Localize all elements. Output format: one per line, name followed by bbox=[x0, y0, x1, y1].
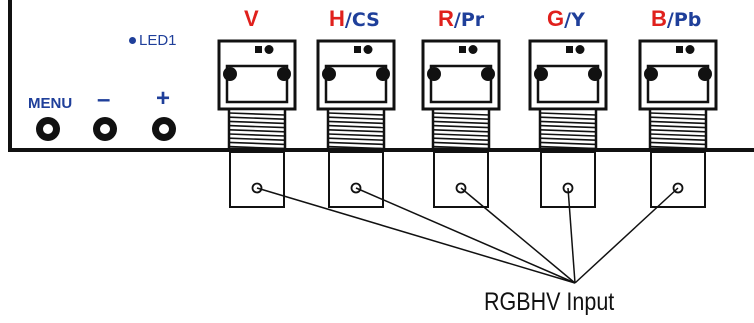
wire-r bbox=[460, 187, 576, 284]
bnc-connectors bbox=[217, 39, 718, 208]
plus-label: + bbox=[156, 85, 171, 112]
menu-button[interactable] bbox=[36, 117, 60, 141]
channel-label-b: B/Pb bbox=[651, 6, 701, 32]
channel-letter: V bbox=[244, 6, 259, 31]
wire-b bbox=[574, 187, 679, 284]
menu-label: MENU bbox=[28, 95, 73, 112]
channel-letter: R bbox=[438, 6, 454, 31]
channel-sub-label: /Pb bbox=[666, 9, 702, 31]
bnc-connector-r bbox=[421, 39, 501, 208]
led1-label: LED1 bbox=[139, 32, 177, 49]
bnc-connector-b bbox=[638, 39, 718, 208]
channel-label-g: G/Y bbox=[547, 6, 585, 32]
channel-sub-label: /CS bbox=[344, 9, 380, 31]
channel-label-h: H/CS bbox=[329, 6, 380, 32]
channel-letter: H bbox=[329, 6, 345, 31]
channel-letter: B bbox=[651, 6, 667, 31]
channel-label-v: V bbox=[244, 6, 259, 32]
channel-label-r: R/Pr bbox=[438, 6, 484, 32]
wire-g bbox=[567, 187, 576, 284]
channel-sub-label: /Pr bbox=[453, 9, 485, 31]
plus-button[interactable] bbox=[152, 117, 176, 141]
wire-v bbox=[256, 187, 576, 284]
rgbhv-input-caption: RGBHV Input bbox=[484, 288, 615, 316]
led1-indicator bbox=[129, 37, 136, 44]
input-wires bbox=[256, 187, 679, 284]
bnc-connector-g bbox=[528, 39, 608, 208]
minus-label: – bbox=[97, 86, 111, 113]
bnc-connector-h bbox=[316, 39, 396, 208]
minus-button[interactable] bbox=[93, 117, 117, 141]
channel-letter: G bbox=[547, 6, 565, 31]
channel-sub-label: /Y bbox=[564, 9, 585, 31]
wire-h bbox=[355, 187, 576, 284]
bnc-connector-v bbox=[217, 39, 297, 208]
